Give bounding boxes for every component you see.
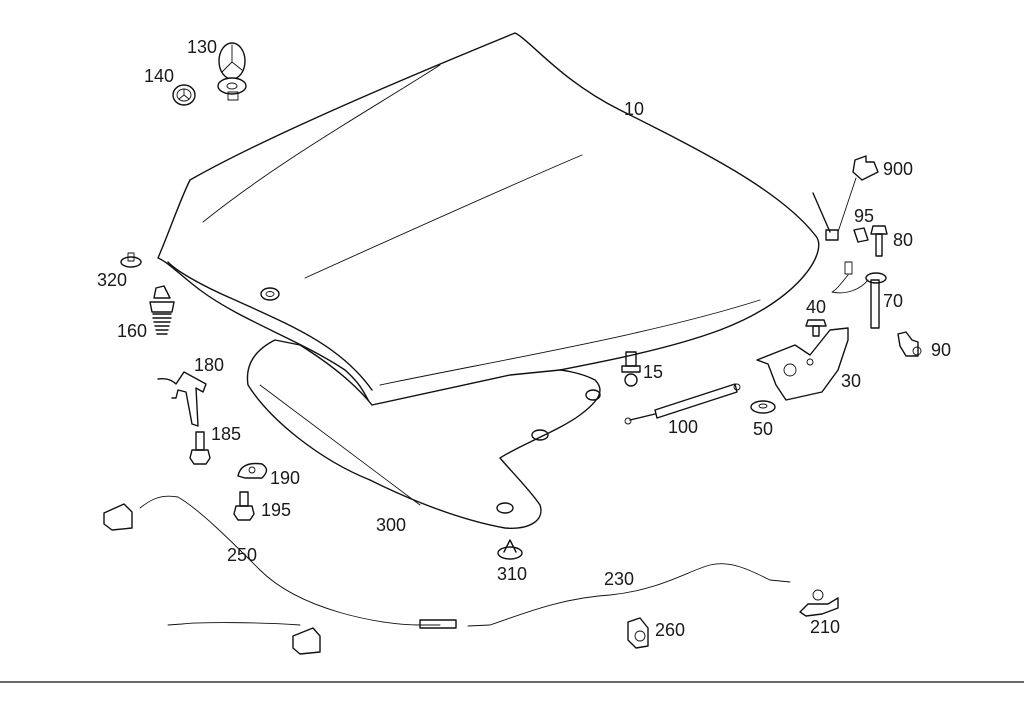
part-250-bowden-cable[interactable] [103,495,457,655]
part-310-rivet[interactable] [497,539,523,560]
callout-185: 185 [211,424,242,444]
part-100-gas-strut[interactable] [624,383,741,425]
part-185-screw[interactable] [189,431,211,465]
callout-80: 80 [893,230,914,250]
callout-300: 300 [376,515,407,535]
callout-130: 130 [187,37,218,57]
callout-100: 100 [668,417,699,437]
callout-15: 15 [643,362,664,382]
footer-divider [0,681,1024,683]
part-300-insulation-mat[interactable] [246,339,601,529]
callout-250: 250 [227,545,258,565]
part-210-release-handle[interactable] [799,589,839,617]
callout-210: 210 [810,617,841,637]
part-190-clip-nut[interactable] [237,462,268,479]
callout-160: 160 [117,321,148,341]
callout-95: 95 [854,206,875,226]
part-160-spring-bumper[interactable] [149,285,175,335]
callout-180: 180 [194,355,225,375]
part-70-hinge-pivot[interactable] [831,261,887,329]
callout-310: 310 [497,564,528,584]
part-900-label[interactable] [812,155,879,241]
part-260-cable-holder[interactable] [627,617,649,649]
part-50-washer[interactable] [750,400,776,414]
callout-900: 900 [883,159,914,179]
callout-70: 70 [883,291,904,311]
part-230-release-cable[interactable] [467,563,791,627]
part-140-emblem-base[interactable] [172,84,196,106]
callout-190: 190 [270,468,301,488]
callout-230: 230 [604,569,635,589]
part-90-clip[interactable] [897,331,922,357]
part-15-buffer[interactable] [621,351,641,387]
callout-140: 140 [144,66,175,86]
part-195-screw[interactable] [233,491,255,521]
callout-260: 260 [655,620,686,640]
callout-30: 30 [841,371,862,391]
part-130-emblem[interactable] [217,42,247,101]
part-320-plug[interactable] [120,252,142,268]
callout-40: 40 [806,297,827,317]
part-30-hinge[interactable] [756,327,849,401]
callout-90: 90 [931,340,952,360]
part-80-bolt[interactable] [870,225,888,257]
part-40-bolt[interactable] [805,319,827,337]
callout-195: 195 [261,500,292,520]
callout-10: 10 [624,99,645,119]
part-10-hood[interactable] [157,32,820,408]
callout-320: 320 [97,270,128,290]
part-180-latch-bracket[interactable] [157,371,207,427]
callout-50: 50 [753,419,774,439]
part-95-clip[interactable] [853,227,869,243]
